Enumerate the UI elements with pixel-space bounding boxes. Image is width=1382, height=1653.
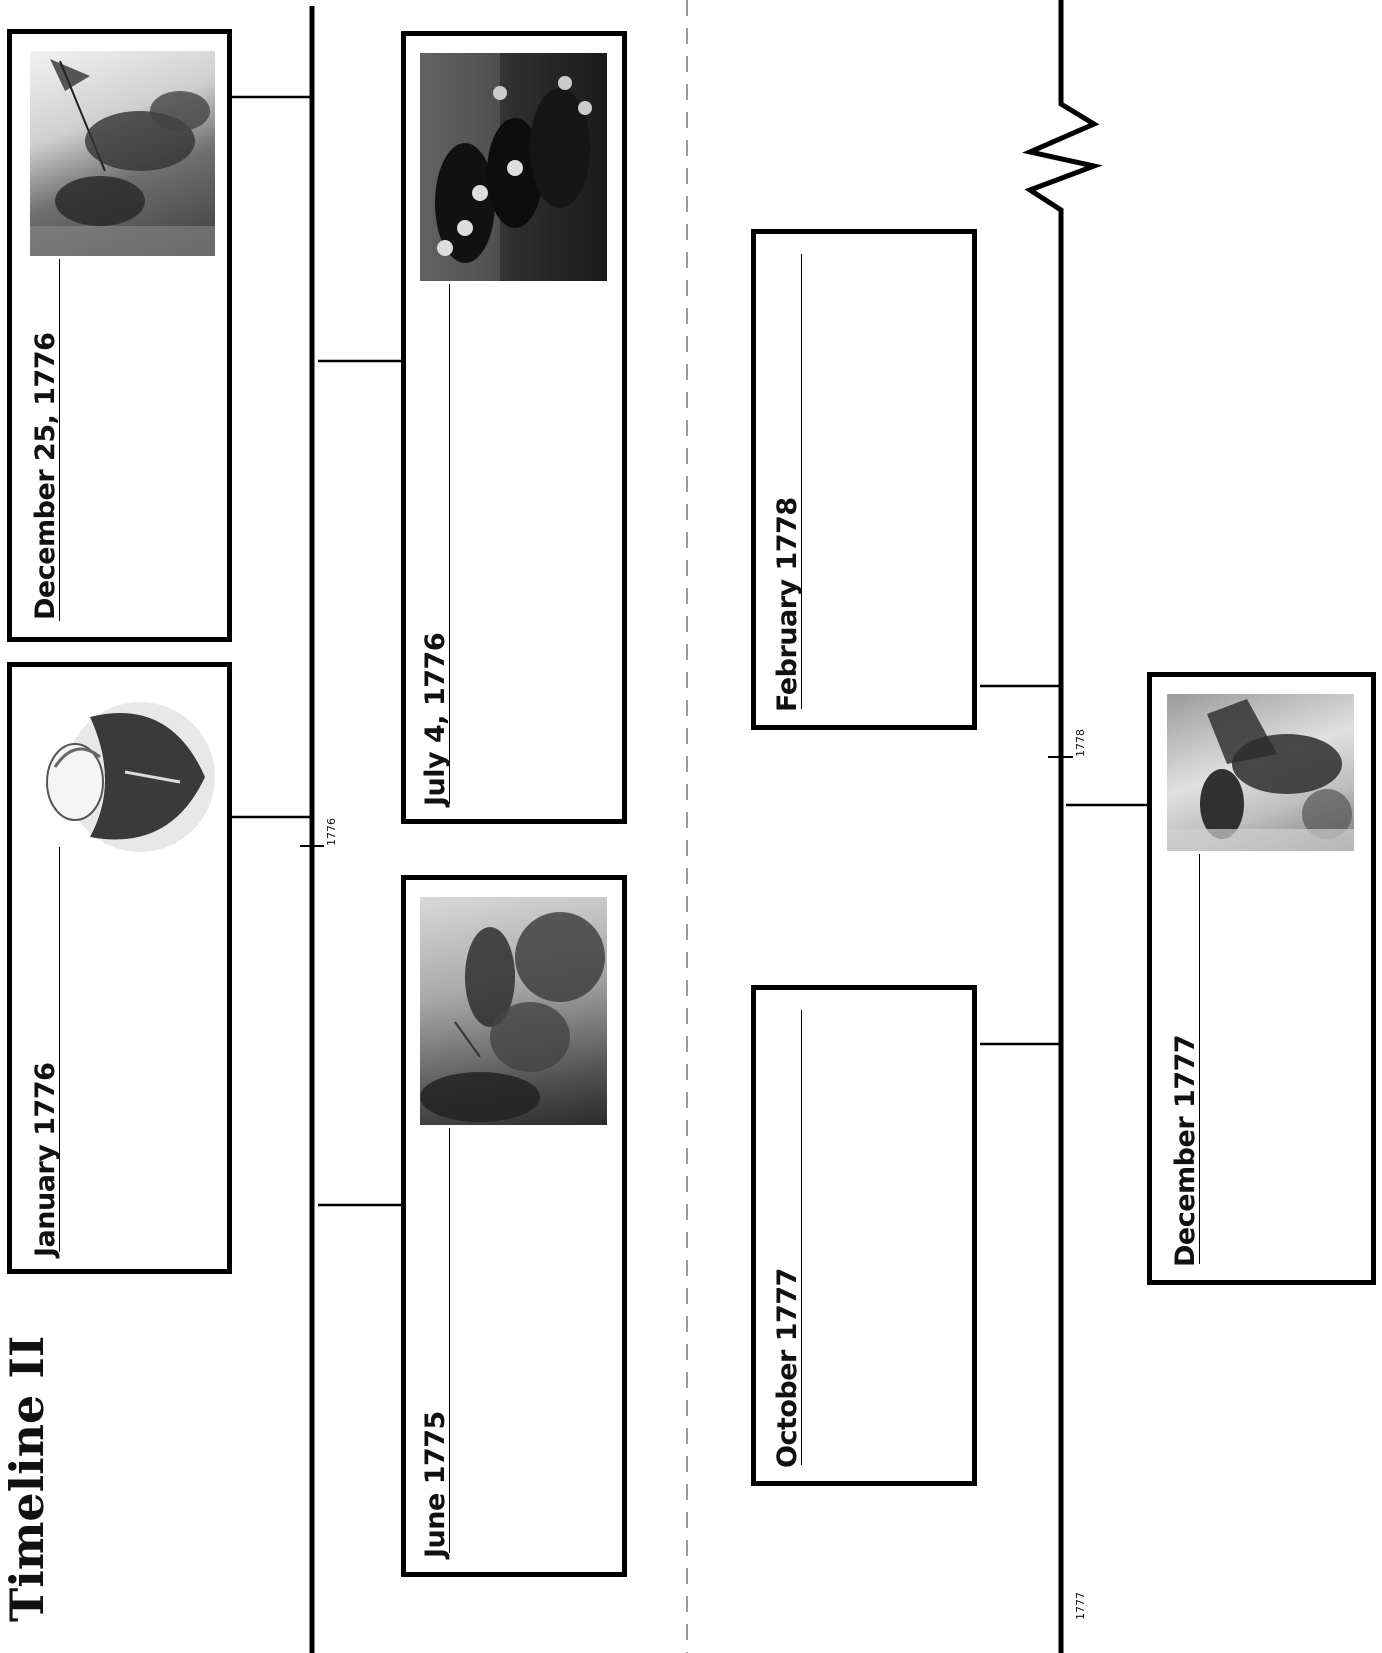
event-date-dec-1777: December 1777 (1170, 1034, 1201, 1267)
portrait-engraving (30, 687, 215, 857)
event-box-jul-1776: July 4, 1776 (401, 31, 627, 824)
page-title: Timeline II (0, 1335, 54, 1622)
event-date-oct-1777: October 1777 (772, 1268, 803, 1468)
event-box-dec-1776: December 25, 1776 (7, 29, 232, 642)
date-underline (59, 259, 60, 621)
event-date-jul-1776: July 4, 1776 (420, 632, 451, 806)
date-underline (449, 1128, 450, 1553)
crossing-delaware-illustration (30, 51, 215, 256)
date-underline (801, 254, 802, 709)
event-date-jun-1775: June 1775 (420, 1411, 451, 1558)
event-box-jun-1775: June 1775 (401, 875, 627, 1577)
tick-label-1776: 1776 (325, 818, 338, 846)
event-date-dec-1776: December 25, 1776 (30, 332, 61, 620)
date-underline (449, 284, 450, 804)
date-underline (1199, 854, 1200, 1264)
declaration-signing-illustration (420, 53, 607, 281)
right-timeline-axis (1021, 0, 1103, 1653)
winter-camp-illustration (1167, 694, 1354, 851)
event-date-feb-1778: February 1778 (772, 497, 803, 712)
date-underline (59, 847, 60, 1252)
event-box-jan-1776: January 1776 (7, 662, 232, 1274)
event-date-jan-1776: January 1776 (30, 1062, 61, 1257)
event-box-dec-1777: December 1777 (1147, 672, 1376, 1285)
tick-label-1777: 1777 (1074, 1592, 1087, 1620)
event-box-oct-1777: October 1777 (751, 985, 977, 1486)
date-underline (801, 1010, 802, 1465)
battle-scene-illustration (420, 897, 607, 1125)
event-box-feb-1778: February 1778 (751, 229, 977, 730)
tick-label-1778: 1778 (1074, 729, 1087, 757)
